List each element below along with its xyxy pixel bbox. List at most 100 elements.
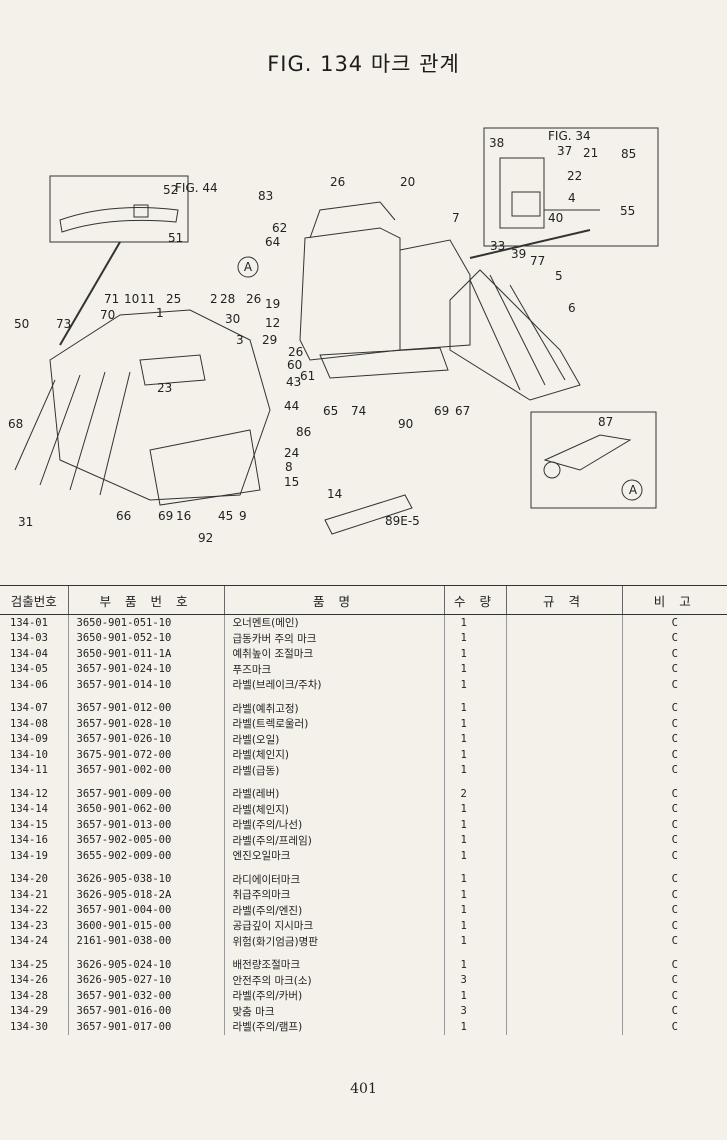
check-no-cell: 134-03 xyxy=(10,632,48,645)
spacer-cell xyxy=(505,863,622,872)
callout: 7 xyxy=(452,211,460,225)
remarks-cell: C xyxy=(621,957,727,973)
remarks-cell: C xyxy=(621,646,727,662)
callout: 2 xyxy=(210,292,218,306)
callout: 24 xyxy=(284,446,299,460)
callout: 30 xyxy=(225,312,240,326)
callout: 16 xyxy=(176,509,191,523)
callout: 62 xyxy=(272,221,287,235)
remarks-cell: C xyxy=(621,933,727,949)
part-name-cell: 오너멘트(메인) xyxy=(223,614,444,631)
callout: 68 xyxy=(8,417,23,431)
part-name-cell: 라벨(체인지) xyxy=(223,747,444,763)
check-no-cell: 134-06 xyxy=(10,678,48,691)
finger-2 xyxy=(39,374,81,486)
callout: 38 xyxy=(489,136,504,150)
quantity-cell: 1 xyxy=(443,762,506,778)
track-right xyxy=(319,347,449,379)
inset-a-label: A xyxy=(629,483,638,497)
check-no-cell: 134-24 xyxy=(10,935,48,948)
check-no-cell: 134-11 xyxy=(10,764,48,777)
machine-drawing xyxy=(14,127,659,535)
check-no-cell: 134-29 xyxy=(10,1005,48,1018)
part-name-cell: 맞춤 마크 xyxy=(223,1003,444,1019)
column-header-remarks: 비 고 xyxy=(621,585,727,615)
check-no-cell: 134-04 xyxy=(10,647,48,660)
callout: 69 xyxy=(158,509,173,523)
callout: 15 xyxy=(284,475,299,489)
remarks-cell: C xyxy=(621,871,727,887)
remarks-cell: C xyxy=(621,817,727,833)
left-machine-body xyxy=(49,309,271,501)
spec-cell xyxy=(505,832,622,848)
remarks-cell: C xyxy=(621,762,727,778)
finger-1 xyxy=(14,379,56,471)
column-header-spec: 규 격 xyxy=(505,585,622,615)
spacer-cell xyxy=(443,692,506,701)
spec-cell xyxy=(505,762,622,778)
part-no-cell: 3626-905-038-10 xyxy=(67,871,224,887)
quantity-cell: 1 xyxy=(443,957,506,973)
quantity-cell: 2 xyxy=(443,786,506,802)
spacer-cell xyxy=(443,778,506,786)
spacer-cell xyxy=(443,949,506,957)
callout: 20 xyxy=(400,175,415,189)
spec-cell xyxy=(505,871,622,887)
callout: 69 xyxy=(434,404,449,418)
quantity-cell: 1 xyxy=(443,988,506,1004)
callout: 73 xyxy=(56,317,71,331)
check-no-cell: 134-28 xyxy=(10,989,48,1002)
callout: 29 xyxy=(262,333,277,347)
spacer-cell xyxy=(67,692,224,701)
spec-cell xyxy=(505,700,622,716)
part-name-cell: 라벨(주의/프레임) xyxy=(223,832,444,848)
part-no-cell: 3657-901-014-10 xyxy=(67,677,224,693)
quantity-cell: 1 xyxy=(443,848,506,864)
spacer-cell xyxy=(223,949,444,957)
quantity-cell: 1 xyxy=(443,700,506,716)
spec-cell xyxy=(505,801,622,817)
spacer-cell xyxy=(67,778,224,786)
remarks-cell: C xyxy=(621,786,727,802)
remarks-cell: C xyxy=(621,614,727,631)
callout: 55 xyxy=(620,204,635,218)
remarks-cell: C xyxy=(621,731,727,747)
spacer-cell xyxy=(505,778,622,786)
check-no-cell: 134-01 xyxy=(10,616,48,629)
part-name-cell: 라벨(트렉로울러) xyxy=(223,716,444,732)
spec-cell xyxy=(505,817,622,833)
callout: 9 xyxy=(239,509,247,523)
spacer-cell xyxy=(0,693,68,701)
part-no-cell: 3650-901-062-00 xyxy=(67,801,224,817)
remarks-cell: C xyxy=(621,630,727,646)
callout: 52 xyxy=(163,183,178,197)
callout: 21 xyxy=(583,146,598,160)
inset-a-frame xyxy=(530,411,657,509)
right-reaper xyxy=(449,269,581,401)
check-no-cell: 134-30 xyxy=(10,1020,48,1033)
quantity-cell: 1 xyxy=(443,871,506,887)
spacer-cell xyxy=(505,949,622,957)
quantity-cell: 1 xyxy=(443,661,506,677)
quantity-cell: 1 xyxy=(443,801,506,817)
spacer-cell xyxy=(223,692,444,701)
remarks-cell: C xyxy=(621,747,727,763)
callout: 40 xyxy=(548,211,563,225)
callout: 10 xyxy=(124,292,139,306)
spec-cell xyxy=(505,972,622,988)
part-name-cell: 라벨(주의/카버) xyxy=(223,988,444,1004)
part-name-cell: 안전주의 마크(소) xyxy=(223,972,444,988)
callout: 31 xyxy=(18,515,33,529)
column-header-check-no: 검출번호 xyxy=(0,585,68,615)
spacer-cell xyxy=(223,863,444,872)
